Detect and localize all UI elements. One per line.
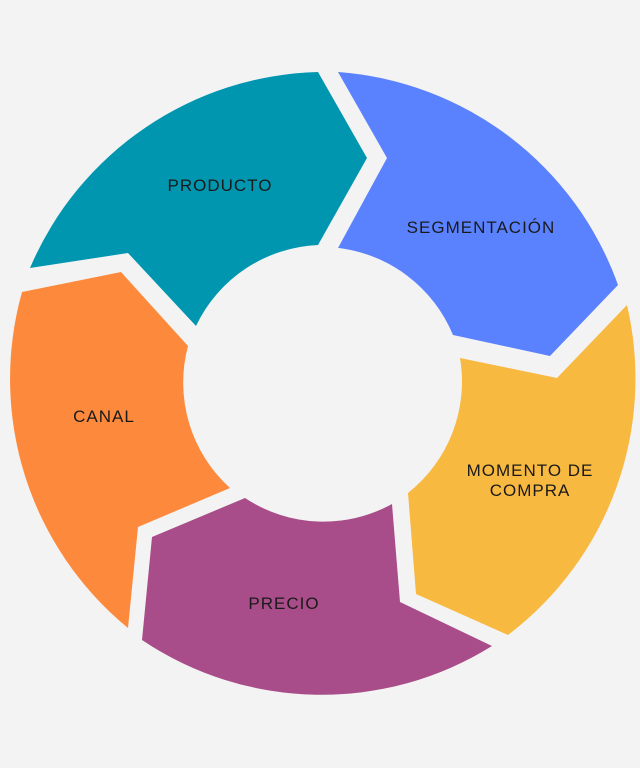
- segment-canal: [10, 272, 231, 628]
- label-producto: PRODUCTO: [168, 176, 273, 195]
- segment-precio: [142, 498, 492, 695]
- label-segmentacion: SEGMENTACIÓN: [407, 218, 556, 237]
- segment-segmentacion: [338, 72, 618, 356]
- segment-producto: [30, 72, 367, 326]
- label-precio: PRECIO: [248, 594, 319, 613]
- segment-momento-compra: [408, 305, 636, 635]
- label-momento-compra-line1: MOMENTO DE: [467, 461, 594, 480]
- label-canal: CANAL: [73, 407, 135, 426]
- label-momento-compra-line2: COMPRA: [490, 481, 571, 500]
- center-circle: [186, 247, 458, 519]
